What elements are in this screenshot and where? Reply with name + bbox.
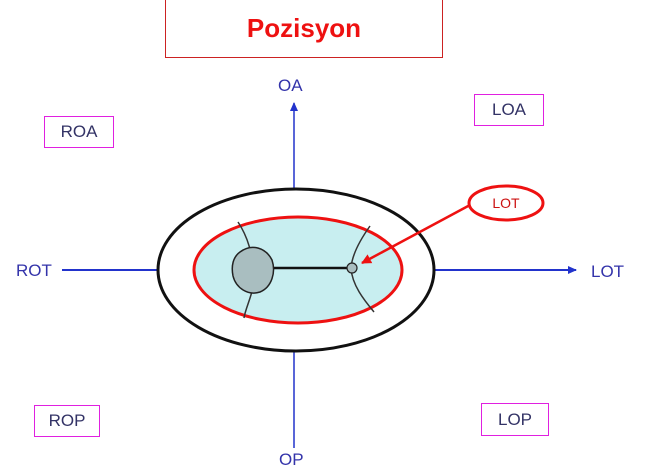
quadrant-label-rop: ROP bbox=[34, 405, 100, 437]
callout-bubble bbox=[467, 184, 545, 222]
axis-label-op: OP bbox=[279, 450, 304, 469]
quadrant-label-loa: LOA bbox=[474, 94, 544, 126]
callout-label: LOT bbox=[492, 195, 520, 211]
axis-label-rot: ROT bbox=[16, 261, 52, 280]
quadrant-label-lop: LOP bbox=[481, 403, 549, 436]
title-box: Pozisyon bbox=[165, 0, 443, 58]
fetal-head-ellipse bbox=[192, 215, 404, 325]
axis-label-lot: LOT bbox=[591, 262, 625, 281]
quadrant-label-roa: ROA bbox=[44, 116, 114, 148]
callout-arrow bbox=[361, 203, 471, 265]
posterior-fontanelle bbox=[346, 262, 358, 274]
page-title: Pozisyon bbox=[246, 13, 362, 43]
anterior-fontanelle bbox=[231, 246, 275, 294]
axis-label-oa: OA bbox=[278, 76, 303, 95]
